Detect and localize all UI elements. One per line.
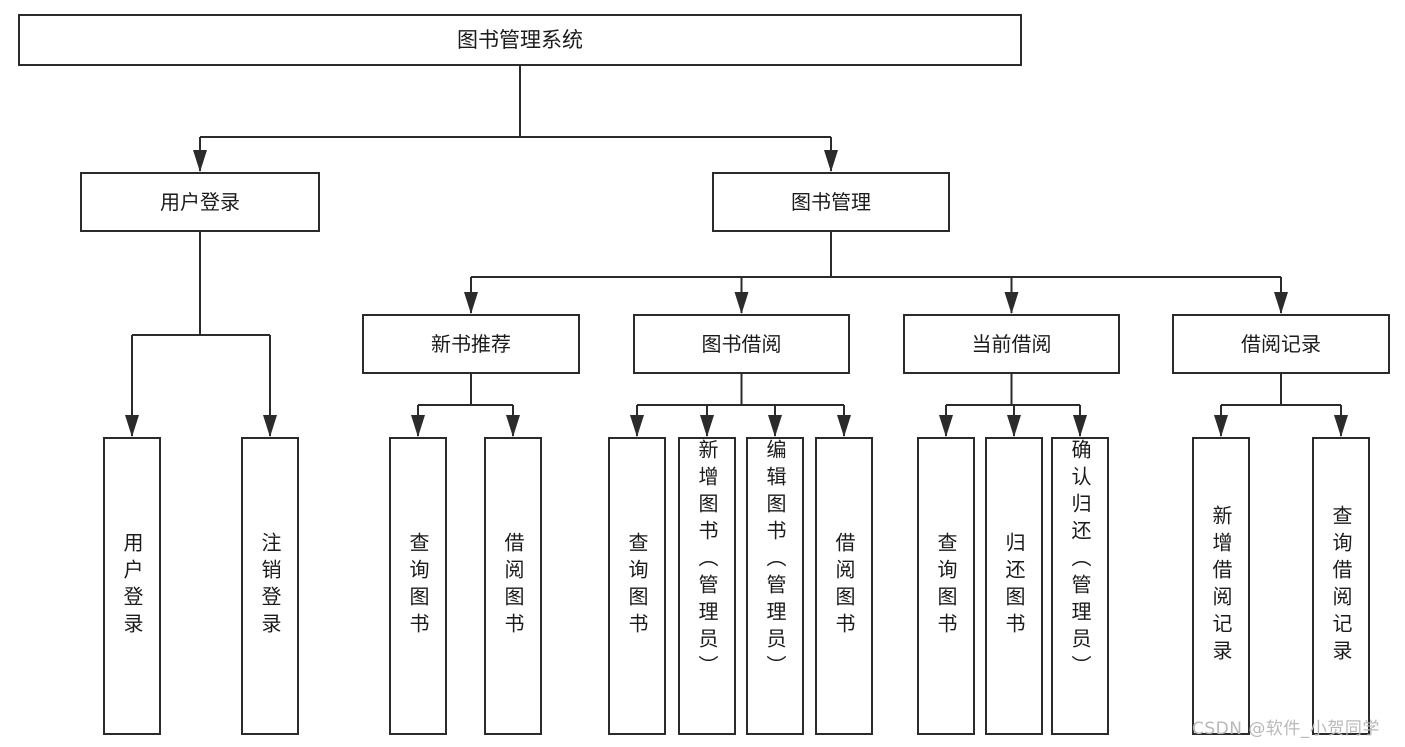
node-label: 编辑图书（管理员） bbox=[763, 439, 787, 682]
node-f2: 注销登录 bbox=[241, 437, 299, 735]
node-label: 查询借阅记录 bbox=[1329, 505, 1353, 667]
node-l2a: 用户登录 bbox=[80, 172, 320, 232]
node-label: 借阅图书 bbox=[832, 532, 856, 640]
node-f8: 借阅图书 bbox=[815, 437, 873, 735]
node-f12: 新增借阅记录 bbox=[1192, 437, 1250, 735]
node-label: 查询图书 bbox=[406, 532, 430, 640]
node-label: 新增图书（管理员） bbox=[695, 439, 719, 682]
node-f4: 借阅图书 bbox=[484, 437, 542, 735]
node-l3d: 借阅记录 bbox=[1172, 314, 1390, 374]
node-label: 归还图书 bbox=[1002, 532, 1026, 640]
node-label: 借阅记录 bbox=[1241, 331, 1321, 356]
node-label: 借阅图书 bbox=[501, 532, 525, 640]
node-f7: 编辑图书（管理员） bbox=[746, 437, 804, 735]
node-label: 图书管理系统 bbox=[457, 27, 583, 52]
node-label: 当前借阅 bbox=[971, 331, 1052, 356]
node-label: 图书借阅 bbox=[701, 331, 782, 356]
watermark-label: CSDN @软件_小贺同学 bbox=[1192, 719, 1380, 739]
node-label: 新增借阅记录 bbox=[1209, 505, 1233, 667]
node-f3: 查询图书 bbox=[389, 437, 447, 735]
node-label: 用户登录 bbox=[120, 532, 144, 640]
node-label: 图书管理 bbox=[791, 189, 871, 214]
node-label: 查询图书 bbox=[625, 532, 649, 640]
node-label: 注销登录 bbox=[258, 532, 282, 640]
node-label: 确认归还（管理员） bbox=[1068, 439, 1092, 682]
node-l2b: 图书管理 bbox=[712, 172, 950, 232]
node-f11: 确认归还（管理员） bbox=[1051, 437, 1109, 735]
node-f13: 查询借阅记录 bbox=[1312, 437, 1370, 735]
node-label: 新书推荐 bbox=[431, 331, 511, 356]
node-f10: 归还图书 bbox=[985, 437, 1043, 735]
node-f9: 查询图书 bbox=[917, 437, 975, 735]
node-f6: 新增图书（管理员） bbox=[678, 437, 736, 735]
node-f1: 用户登录 bbox=[103, 437, 161, 735]
node-label: 查询图书 bbox=[934, 532, 958, 640]
node-root: 图书管理系统 bbox=[18, 14, 1022, 66]
node-l3c: 当前借阅 bbox=[903, 314, 1120, 374]
node-l3b: 图书借阅 bbox=[633, 314, 850, 374]
node-label: 用户登录 bbox=[160, 189, 240, 214]
node-l3a: 新书推荐 bbox=[362, 314, 580, 374]
node-f5: 查询图书 bbox=[608, 437, 666, 735]
